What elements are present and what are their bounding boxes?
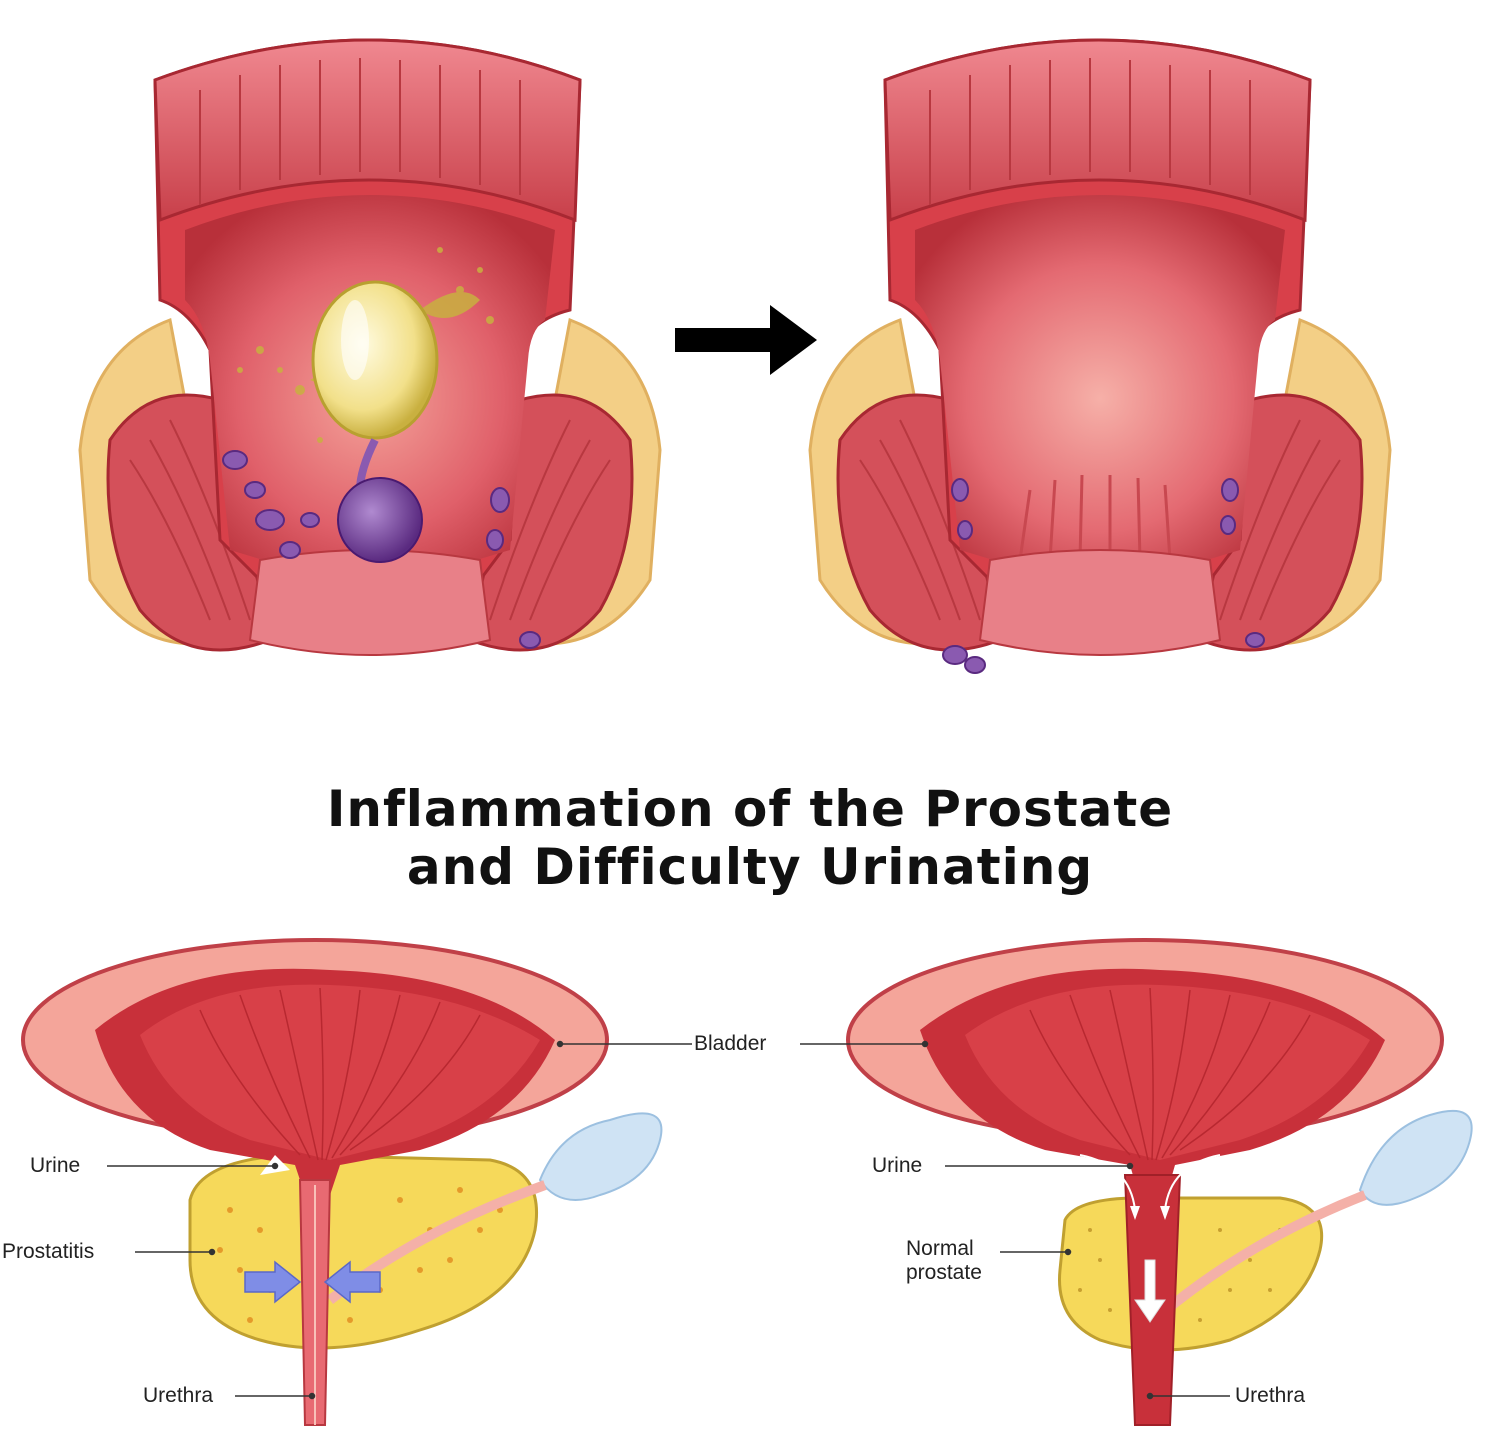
rectum-healthy-illustration [790,20,1410,700]
normal-prostate-svg [800,938,1473,1426]
prostatitis-svg [21,938,692,1426]
rectum-hemorrhoid-svg [78,38,662,656]
hemorrhoid [337,477,423,563]
label-normal-prostate-line-2: prostate [906,1261,982,1284]
label-normal-prostate-line-1: Normal [906,1237,974,1260]
page-title-line-1: Inflammation of the Prostate [326,780,1174,838]
prostatitis-diagram [0,930,700,1430]
prostate-normal [1058,1196,1324,1352]
rectum-top-rim [153,38,582,223]
page-title-line-2: and Difficulty Urinating [406,838,1094,896]
arrow-down-icon [1134,1259,1166,1323]
vein-plexus-right [486,487,541,649]
label-urine-right: Urine [872,1154,923,1177]
label-urethra-left: Urethra [143,1384,214,1407]
arrow-right-icon [675,300,820,380]
label-prostatitis: Prostatitis [2,1240,95,1263]
oil-capsule [311,280,439,440]
normal-prostate-diagram [800,930,1500,1430]
label-urethra-right: Urethra [1235,1384,1306,1407]
arrow-inward-icon [244,1260,381,1304]
page-title: Inflammation of the Prostate and Difficu… [0,780,1500,896]
label-urine-left: Urine [30,1154,81,1177]
rectum-hemorrhoid-illustration [60,20,680,700]
rectum-healthy-svg [808,38,1392,674]
prostate-inflamed [188,1153,538,1350]
label-bladder: Bladder [694,1032,767,1055]
vein-plexus-left [222,450,320,559]
anal-canal [248,549,492,656]
seminal-vesicle [538,1112,663,1201]
label-normal-prostate: Normal prostate [906,1237,982,1285]
